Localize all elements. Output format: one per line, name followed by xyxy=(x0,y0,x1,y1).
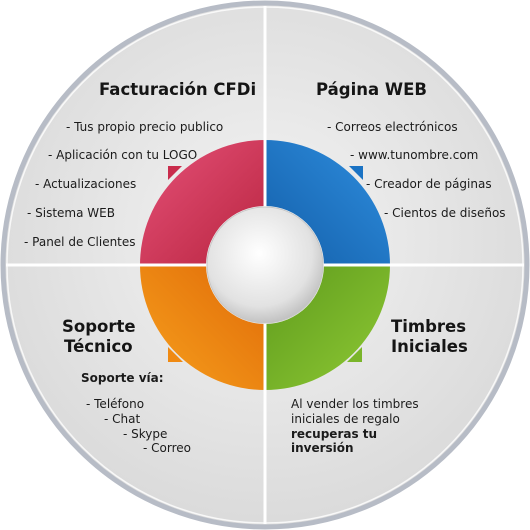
ring-segment-red xyxy=(140,140,265,265)
arrow-red xyxy=(168,166,182,180)
facturacion-item: - Actualizaciones xyxy=(35,177,137,191)
arrow-blue xyxy=(349,166,363,180)
timbres-text: Al vender los timbres xyxy=(291,397,419,411)
soporte-item: - Chat xyxy=(104,412,141,426)
soporte-item: - Teléfono xyxy=(86,397,145,411)
pagina-title: Página WEB xyxy=(316,80,427,99)
timbres-title-line1: Timbres xyxy=(391,317,467,336)
ring-segment-blue xyxy=(265,140,390,265)
timbres-title-line2: Iniciales xyxy=(391,337,468,356)
soporte-title-line2: Técnico xyxy=(64,337,133,356)
ring-segment-orange xyxy=(140,265,265,390)
pagina-item: - www.tunombre.com xyxy=(350,148,479,162)
timbres-text-bold: recuperas tu xyxy=(291,427,378,441)
soporte-item: - Skype xyxy=(123,427,168,441)
ring-segment-green xyxy=(265,265,390,390)
soporte-item: - Correo xyxy=(143,441,191,455)
pagina-item: - Creador de páginas xyxy=(366,177,492,191)
facturacion-title: Facturación CFDi xyxy=(99,80,257,99)
soporte-subtitle: Soporte vía: xyxy=(81,371,164,385)
facturacion-item: - Tus propio precio publico xyxy=(66,120,224,134)
arrow-orange xyxy=(168,347,183,362)
timbres-text-bold: inversión xyxy=(291,441,354,455)
soporte-title-line1: Soporte xyxy=(62,317,136,336)
facturacion-item: - Aplicación con tu LOGO xyxy=(48,148,198,162)
arrow-green xyxy=(347,347,362,362)
facturacion-item: - Panel de Clientes xyxy=(24,235,136,249)
pagina-item: - Correos electrónicos xyxy=(327,120,458,134)
timbres-text: iniciales de regalo xyxy=(291,412,400,426)
facturacion-item: - Sistema WEB xyxy=(27,206,115,220)
pagina-item: - Cientos de diseños xyxy=(384,206,506,220)
center-hub xyxy=(206,206,324,324)
